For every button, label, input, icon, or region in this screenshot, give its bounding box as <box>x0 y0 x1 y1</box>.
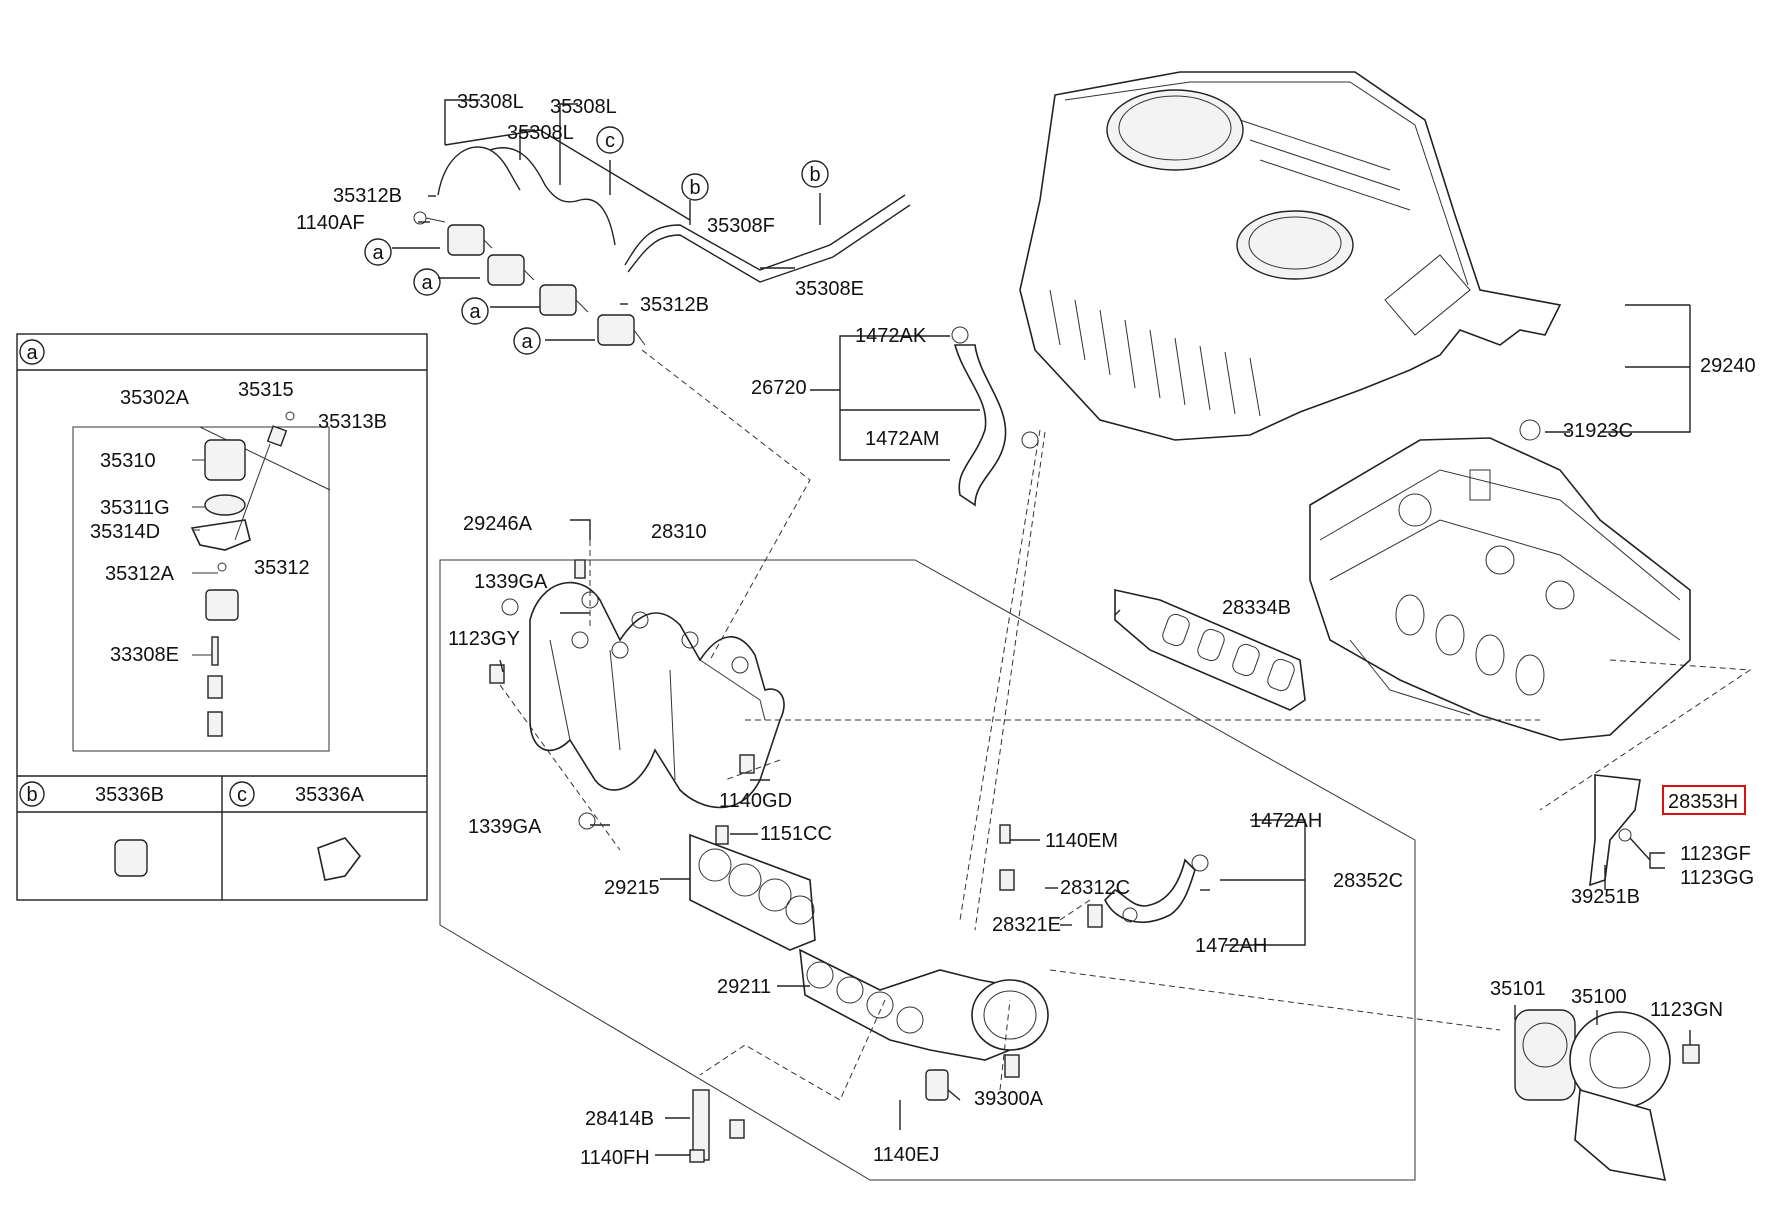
misc-parts <box>489 419 1700 1182</box>
label-28310[interactable]: 28310 <box>651 521 707 543</box>
highlight-box-28353H <box>1662 785 1746 815</box>
label-1339GA-2[interactable]: 1339GA <box>468 816 542 838</box>
label-1472AK[interactable]: 1472AK <box>855 325 927 347</box>
label-1123GG[interactable]: 1123GG <box>1680 867 1754 889</box>
label-35308E[interactable]: 35308E <box>795 278 864 300</box>
label-35308L-2[interactable]: 35308L <box>550 96 617 118</box>
leader-lines <box>392 99 1691 1156</box>
label-1472AH-2[interactable]: 1472AH <box>1195 935 1267 957</box>
part-labels: 35308L 35308L 35308L 35312B 1140AF 35308… <box>90 91 1756 1169</box>
callout-c-1: c <box>605 130 615 152</box>
label-33308E[interactable]: 33308E <box>110 644 179 666</box>
breather-hose <box>951 326 1039 507</box>
callout-a-4: a <box>521 331 533 353</box>
manifold-gasket-29215 <box>689 833 816 951</box>
label-35311G[interactable]: 35311G <box>100 497 170 519</box>
label-35312[interactable]: 35312 <box>254 557 310 579</box>
engine-cover <box>1019 71 1562 441</box>
label-1140EJ[interactable]: 1140EJ <box>873 1144 939 1166</box>
callout-b-2: b <box>809 164 820 186</box>
cylinder-head <box>1309 437 1691 741</box>
label-35308L-1[interactable]: 35308L <box>457 91 524 113</box>
panel-callout-c: c <box>237 784 247 806</box>
label-1140FH[interactable]: 1140FH <box>580 1147 650 1169</box>
label-31923C[interactable]: 31923C <box>1563 420 1633 442</box>
exhaust-manifold-29211 <box>799 948 1049 1061</box>
label-35100[interactable]: 35100 <box>1571 986 1627 1008</box>
label-28321E[interactable]: 28321E <box>992 914 1061 936</box>
label-26720[interactable]: 26720 <box>751 377 807 399</box>
label-28353H[interactable]: 28353H <box>1668 791 1738 813</box>
label-29246A[interactable]: 29246A <box>463 513 533 535</box>
label-29211[interactable]: 29211 <box>717 976 771 998</box>
label-35308F[interactable]: 35308F <box>707 215 775 237</box>
label-35312B-1[interactable]: 35312B <box>333 185 402 207</box>
fuel-rail-assembly <box>413 129 911 346</box>
panel-callout-a: a <box>26 342 38 364</box>
label-35313B[interactable]: 35313B <box>318 411 387 433</box>
label-35302A[interactable]: 35302A <box>120 387 190 409</box>
manifold-gasket-28334B <box>1114 589 1306 711</box>
label-1472AH-1[interactable]: 1472AH <box>1250 810 1322 832</box>
label-1472AM[interactable]: 1472AM <box>865 428 940 450</box>
label-35312A[interactable]: 35312A <box>105 563 175 585</box>
label-1123GF[interactable]: 1123GF <box>1680 843 1751 865</box>
fuel-injector <box>447 224 646 346</box>
label-28312C[interactable]: 28312C <box>1060 877 1130 899</box>
label-39251B[interactable]: 39251B <box>1571 886 1640 908</box>
label-35308L-3[interactable]: 35308L <box>507 122 574 144</box>
callout-circles: a a a a c b b a b c <box>19 126 829 807</box>
detail-panel <box>16 333 428 901</box>
assembly-lines <box>499 349 1752 1101</box>
label-1151CC[interactable]: 1151CC <box>760 823 832 845</box>
label-1123GY[interactable]: 1123GY <box>448 628 520 650</box>
callout-b-1: b <box>689 177 700 199</box>
label-1140GD[interactable]: 1140GD <box>719 790 792 812</box>
injector-detail-parts <box>114 411 362 881</box>
label-35312B-2[interactable]: 35312B <box>640 294 709 316</box>
label-28352C[interactable]: 28352C <box>1333 870 1403 892</box>
panel-callout-b: b <box>26 784 37 806</box>
label-35336A[interactable]: 35336A <box>295 784 365 806</box>
callout-a-1: a <box>372 242 384 264</box>
label-28414B[interactable]: 28414B <box>585 1108 654 1130</box>
label-1140AF[interactable]: 1140AF <box>296 212 365 234</box>
label-35336B[interactable]: 35336B <box>95 784 164 806</box>
label-1339GA-1[interactable]: 1339GA <box>474 571 548 593</box>
label-35101[interactable]: 35101 <box>1490 978 1546 1000</box>
label-1140EM[interactable]: 1140EM <box>1045 830 1118 852</box>
label-1123GN[interactable]: 1123GN <box>1650 999 1723 1021</box>
label-29240[interactable]: 29240 <box>1700 355 1756 377</box>
label-35314D[interactable]: 35314D <box>90 521 160 543</box>
label-35310[interactable]: 35310 <box>100 450 156 472</box>
label-39300A[interactable]: 39300A <box>974 1088 1044 1110</box>
callout-a-2: a <box>421 272 433 294</box>
intake-manifold <box>529 581 785 809</box>
manifold-group-outline <box>439 559 1416 1181</box>
label-35315[interactable]: 35315 <box>238 379 294 401</box>
label-28334B[interactable]: 28334B <box>1222 597 1291 619</box>
callout-a-3: a <box>469 301 481 323</box>
label-29215[interactable]: 29215 <box>604 877 660 899</box>
